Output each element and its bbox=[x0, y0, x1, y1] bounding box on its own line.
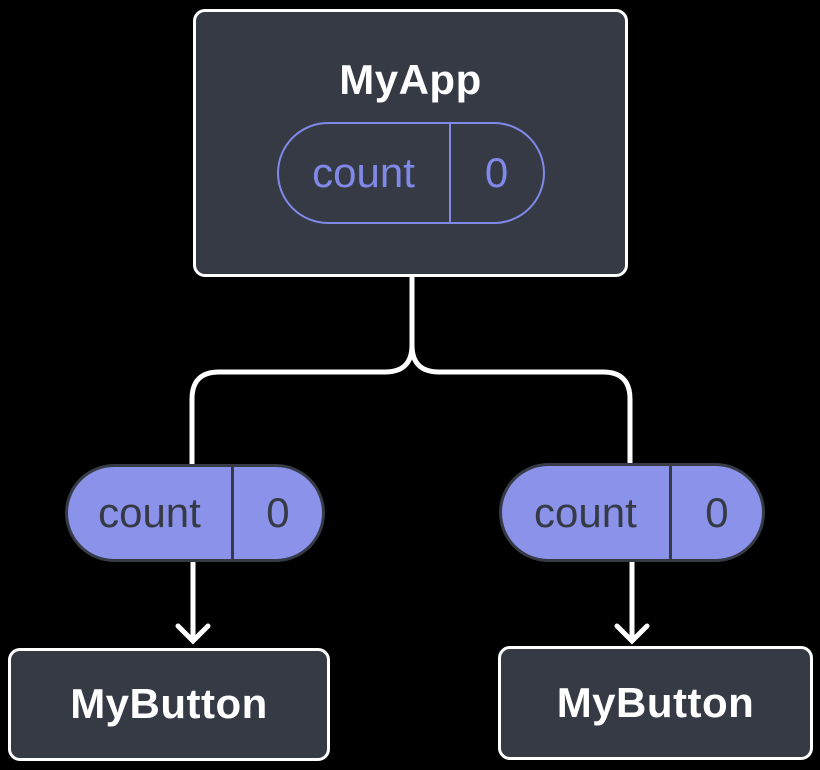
prop-value-label: 0 bbox=[705, 488, 729, 536]
arrow-head-left bbox=[175, 623, 211, 645]
component-box-myapp: MyApp count 0 bbox=[193, 9, 628, 277]
state-value-label: 0 bbox=[484, 149, 509, 197]
component-title-myapp: MyApp bbox=[339, 56, 482, 103]
component-title-mybutton-left: MyButton bbox=[70, 680, 268, 728]
prop-value-label: 0 bbox=[266, 489, 290, 536]
connector-branch-left bbox=[189, 270, 415, 467]
pill-divider bbox=[230, 467, 234, 559]
state-pill-myapp: count 0 bbox=[276, 122, 545, 225]
prop-pill-left: count 0 bbox=[65, 464, 325, 562]
pill-divider bbox=[448, 124, 451, 223]
component-box-mybutton-right: MyButton bbox=[498, 646, 813, 760]
arrow-head-right bbox=[614, 623, 650, 645]
connector-branch-right bbox=[409, 344, 633, 467]
prop-name-label: count bbox=[98, 489, 201, 536]
component-title-mybutton-right: MyButton bbox=[556, 678, 755, 726]
prop-pill-right: count 0 bbox=[499, 463, 765, 562]
prop-name-label: count bbox=[534, 488, 637, 536]
pill-divider bbox=[668, 466, 672, 559]
state-name-label: count bbox=[312, 149, 415, 197]
component-box-mybutton-left: MyButton bbox=[8, 648, 330, 761]
